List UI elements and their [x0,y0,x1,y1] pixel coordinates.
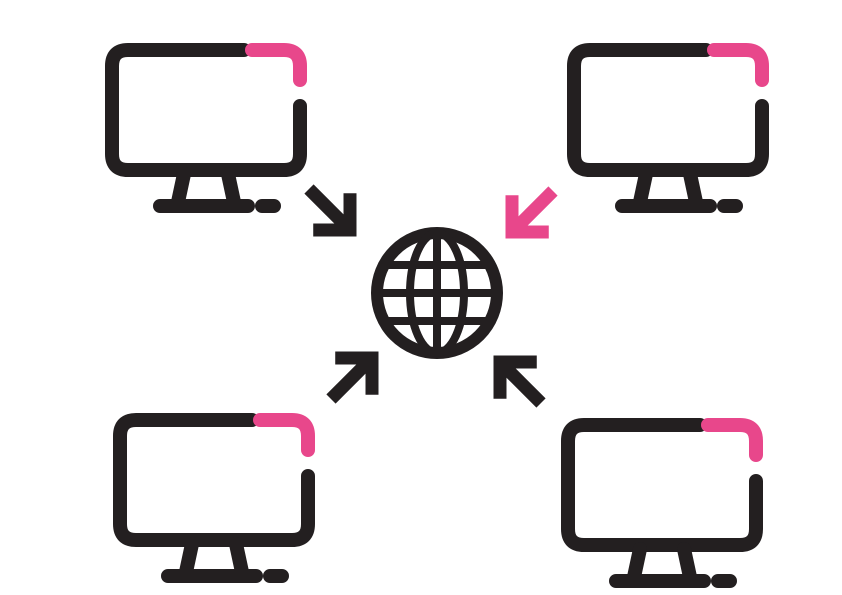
monitor-icon [574,50,762,206]
arrow-icon [494,173,572,251]
arrow-icon [291,171,369,249]
monitor-icon [568,425,756,581]
globe-icon [371,227,503,359]
monitor-icon [112,50,300,206]
arrow-icon [313,340,391,418]
arrow-icon [482,344,560,422]
monitor-icon [120,420,308,576]
